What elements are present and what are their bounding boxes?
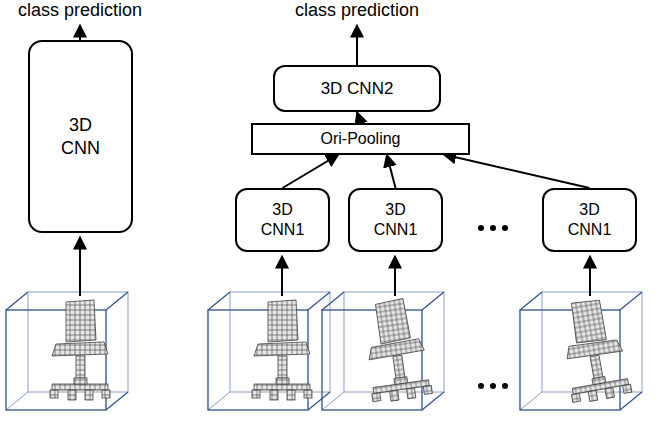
connector-arrow bbox=[387, 155, 396, 189]
connector-arrow bbox=[283, 155, 339, 189]
voxel-grid bbox=[322, 292, 444, 410]
box-label: 3D CNN1 bbox=[366, 200, 426, 240]
network-box: 3D CNN2 bbox=[273, 65, 441, 112]
box-label: 3D CNN bbox=[51, 114, 111, 159]
input-arrow bbox=[79, 237, 81, 296]
voxel-grid bbox=[520, 292, 642, 410]
box-label: 3D CNN1 bbox=[560, 200, 620, 240]
connector-arrow bbox=[444, 155, 590, 189]
network-box: 3D CNN bbox=[28, 40, 133, 233]
voxel-chair bbox=[252, 300, 312, 400]
input-arrow bbox=[281, 256, 283, 296]
voxel-chair bbox=[50, 300, 110, 400]
connector-arrow bbox=[357, 112, 361, 123]
pooling-box: Ori-Pooling bbox=[251, 123, 470, 155]
voxel-chair bbox=[556, 296, 632, 405]
box-label: Ori-Pooling bbox=[320, 129, 400, 149]
output-arrow bbox=[356, 25, 358, 65]
input-arrow bbox=[589, 256, 591, 296]
voxel-chair bbox=[359, 296, 432, 403]
box-label: 3D CNN2 bbox=[321, 78, 394, 99]
voxel-grid bbox=[208, 292, 330, 410]
network-box: 3D CNN1 bbox=[348, 188, 443, 252]
output-label: class prediction bbox=[295, 0, 419, 21]
voxel-grid bbox=[6, 292, 128, 410]
network-box: 3D CNN1 bbox=[542, 188, 637, 252]
input-arrow bbox=[394, 256, 396, 296]
box-label: 3D CNN1 bbox=[253, 200, 313, 240]
output-label: class prediction bbox=[18, 0, 142, 21]
ellipsis-dots bbox=[478, 225, 508, 389]
network-box: 3D CNN1 bbox=[235, 188, 330, 252]
output-arrow bbox=[79, 25, 81, 40]
